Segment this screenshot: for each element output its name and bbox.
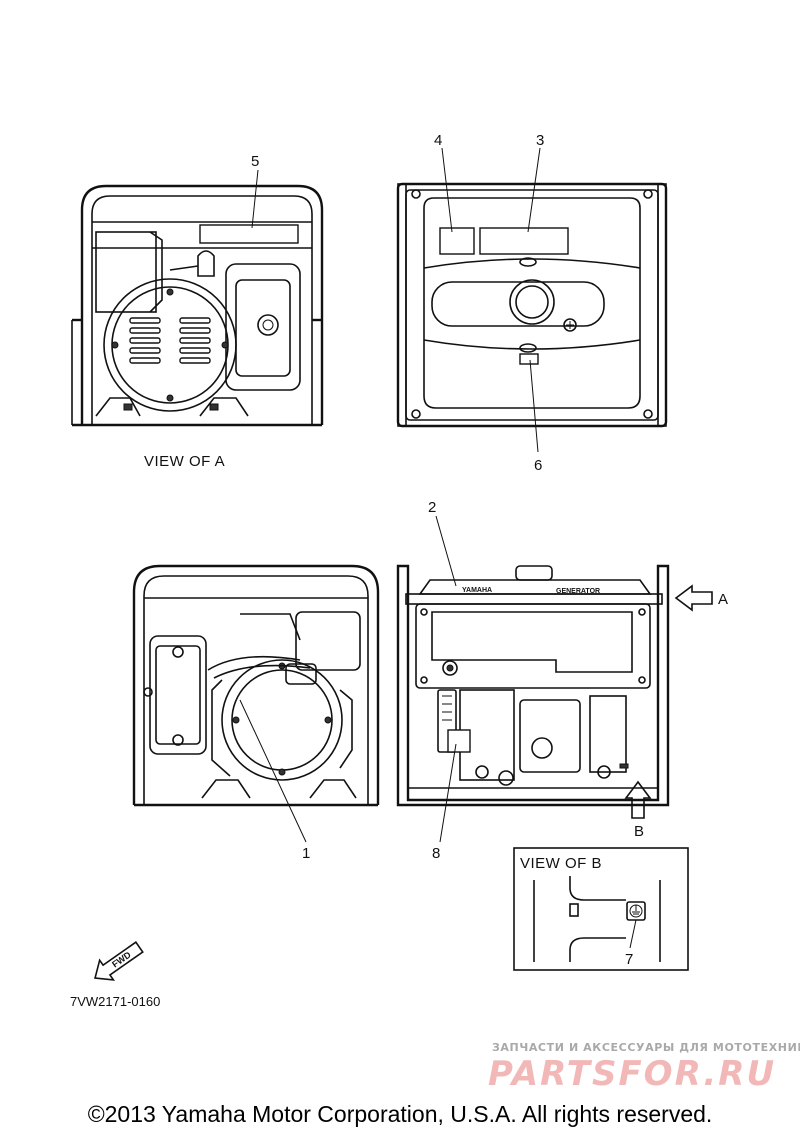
label-4-rectangle [439,227,475,255]
view-b-inset: VIEW OF B 7 [513,847,689,971]
label-5-rectangle [199,224,299,244]
view-a-vent-slots [129,317,211,364]
callout-8: 8 [432,845,440,862]
callout-1: 1 [302,845,310,862]
arrow-b-label: B [634,823,644,840]
control-panel-side-view: YAMAHA GENERATOR 2 8 [396,499,670,862]
view-a-generator-end: 5 VIEW OF A [71,153,324,470]
view-a-direction-arrow: A [674,584,728,612]
brand-label: YAMAHA [462,587,492,594]
copyright-notice: ©2013 Yamaha Motor Corporation, U.S.A. A… [87,1101,713,1127]
watermark-tagline: ЗАПЧАСТИ И АКСЕССУАРЫ ДЛЯ МОТОТЕХНИКИ [492,1041,800,1054]
label-3-rectangle [479,227,569,255]
view-a-caption: VIEW OF A [144,453,225,470]
arrow-a-label: A [718,591,728,608]
callout-3: 3 [536,132,544,149]
engine-side-view: 1 [132,564,380,862]
view-b-caption: VIEW OF B [520,855,602,872]
callout-2: 2 [428,499,436,516]
top-cover-view: 4 3 6 [396,132,668,474]
callout-4: 4 [434,132,442,149]
fwd-arrow-icon: FWD [94,941,144,981]
watermark-brand: PARTSFOR.RU [488,1054,777,1094]
view-b-direction-arrow: B [624,780,652,840]
part-number: 7VW2171-0160 [70,994,160,1009]
model-label: GENERATOR [556,588,600,595]
callout-7: 7 [625,951,633,968]
callout-5: 5 [251,153,259,170]
label-6-rectangle [519,353,539,365]
callout-6: 6 [534,457,542,474]
